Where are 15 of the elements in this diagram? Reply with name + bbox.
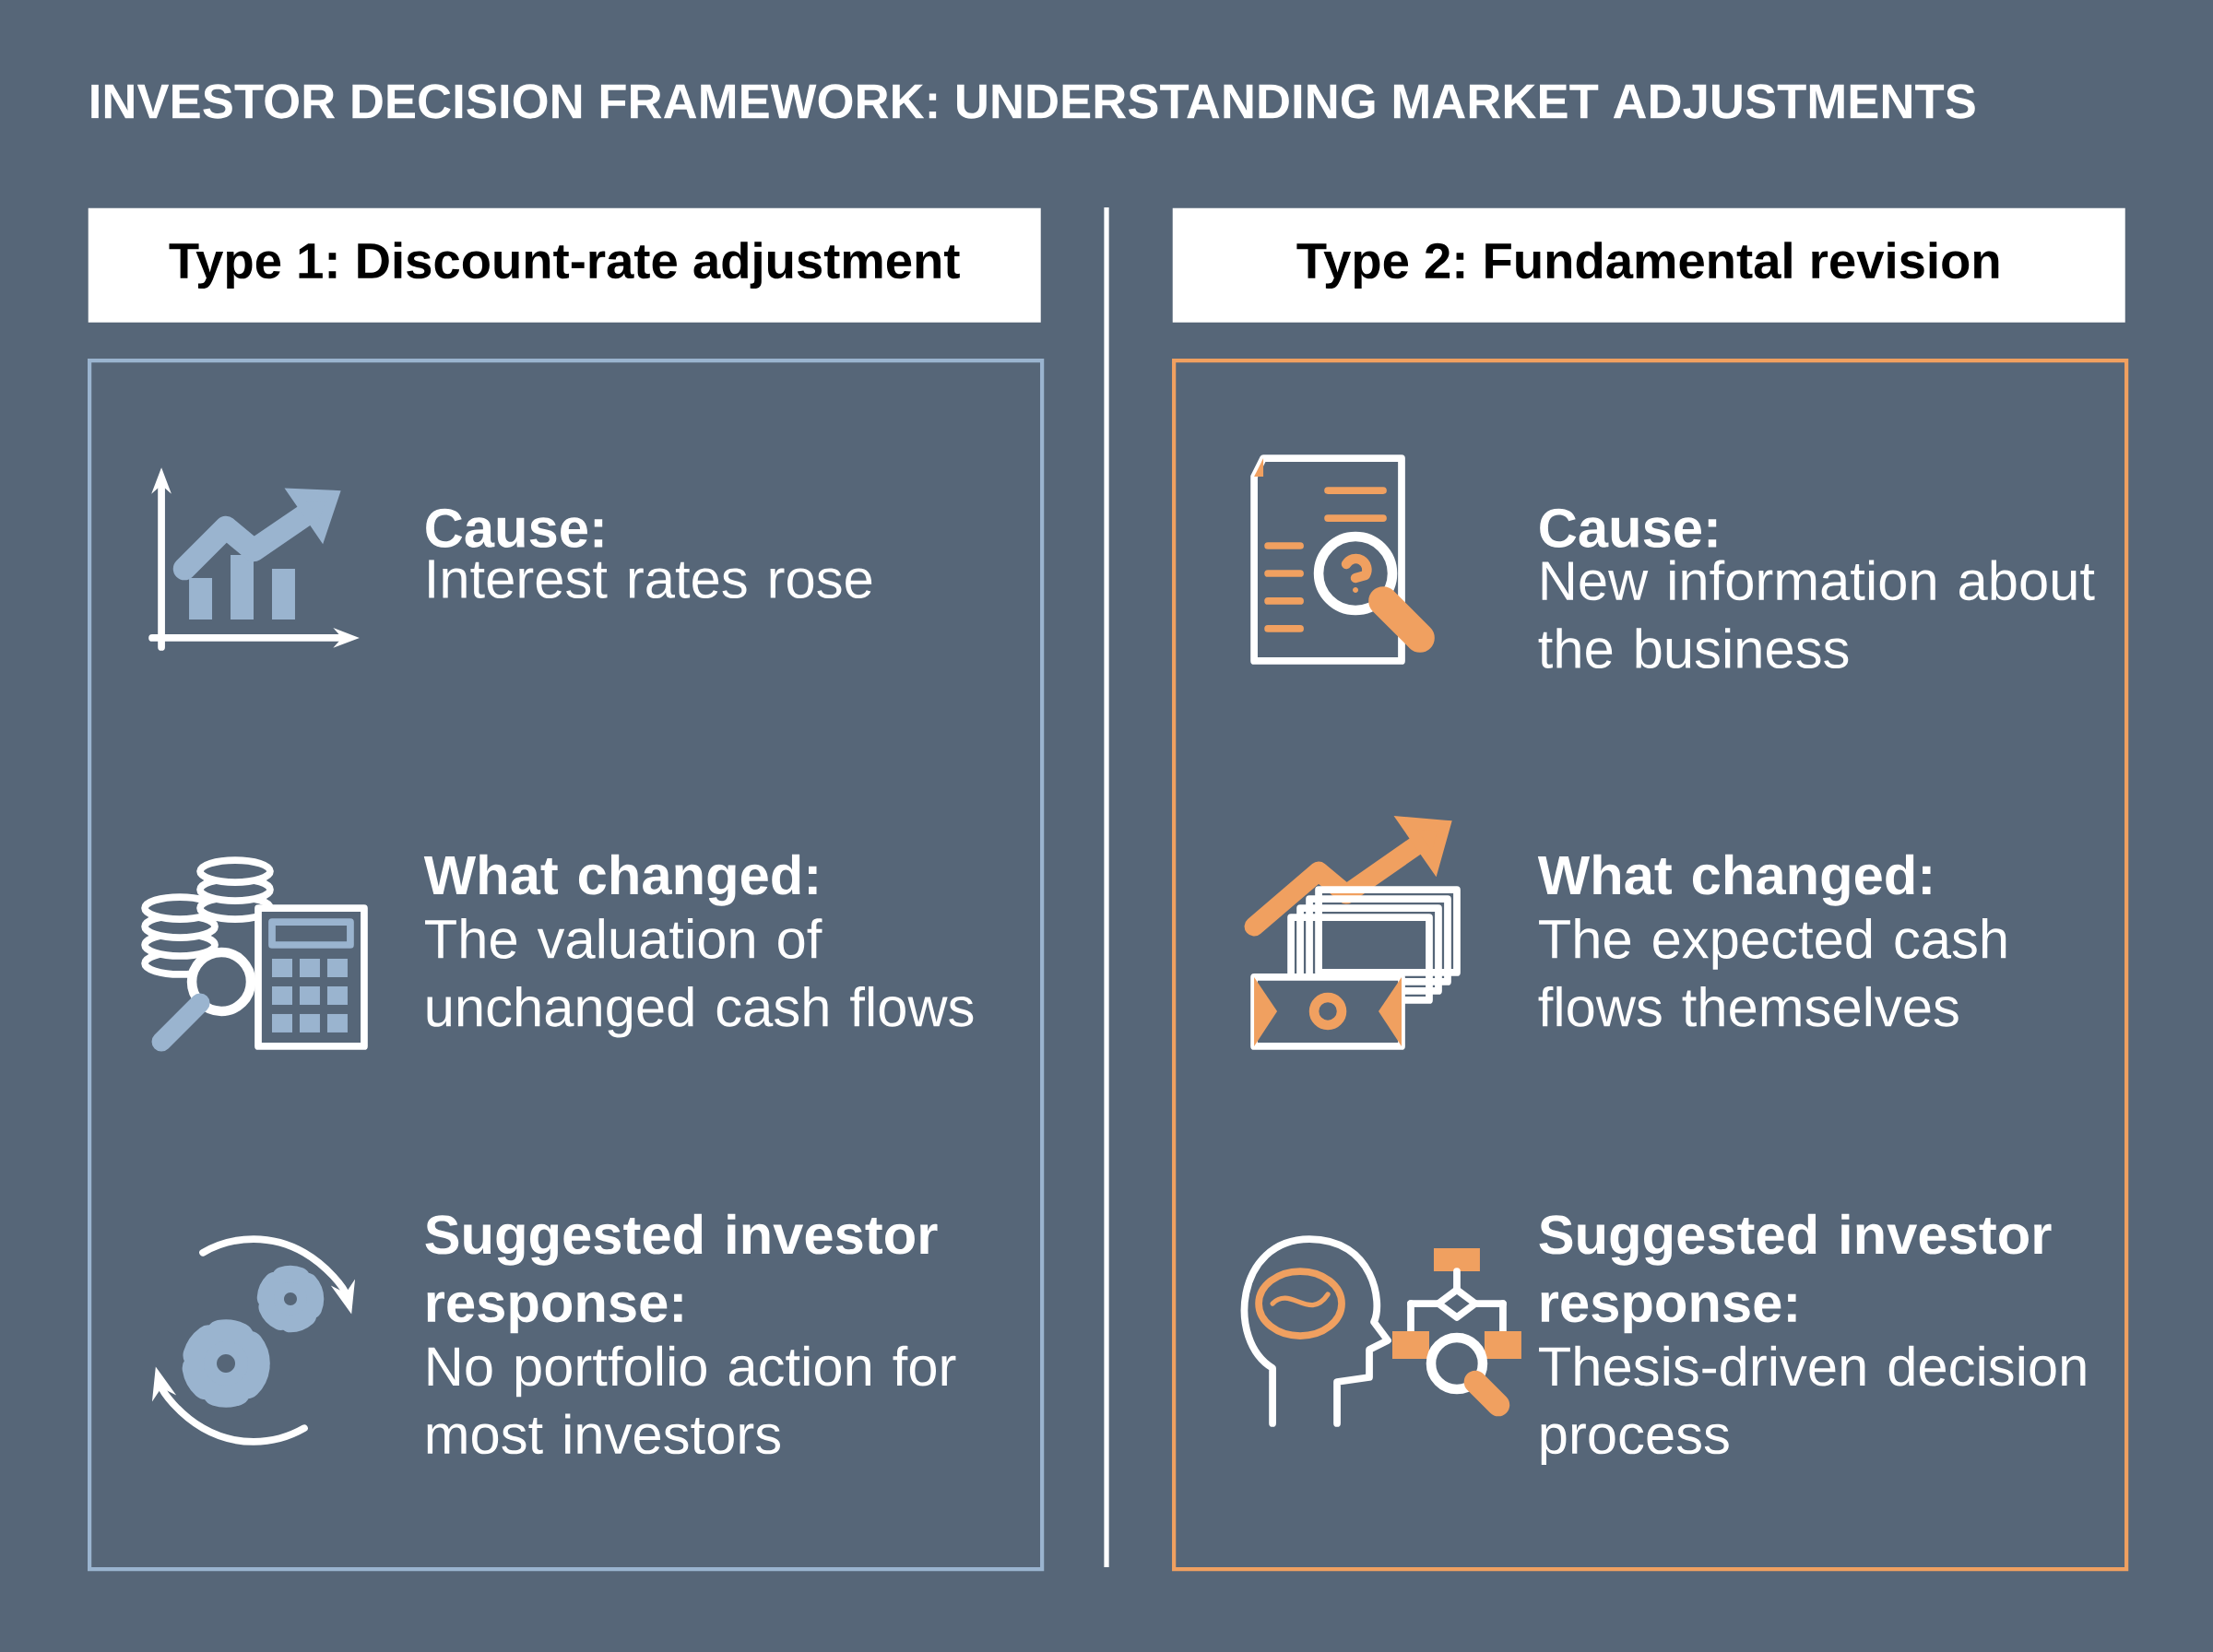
section-heading: Suggested investor response: xyxy=(1539,1213,2052,1334)
section-heading: Cause: xyxy=(1540,508,1717,548)
title: INVESTOR DECISION FRAMEWORK: UNDERSTANDING MARKET ADJUSTMENTS xyxy=(91,84,1975,119)
section-heading: What changed: xyxy=(423,854,817,906)
section-heading: Cause: xyxy=(426,508,603,548)
body-text: The expected cash flows themselves xyxy=(1538,918,2006,1027)
heading-box: Type 2: Fundamental revision xyxy=(1172,207,2125,323)
body-text: Thesis-driven decision process xyxy=(1539,1345,2086,1466)
heading-box: Type 1: Discount-rate adjustment xyxy=(88,207,1041,323)
body-text: Interest rates rose xyxy=(429,560,872,599)
body-text: No portfolio action for most investors xyxy=(427,1345,956,1455)
section-heading: Suggested investor response: xyxy=(425,1213,938,1334)
body-text: The valuation of unchanged cash flows xyxy=(425,918,974,1038)
section-heading: What changed: xyxy=(1537,854,1931,906)
body-text: New information about the business xyxy=(1538,560,2095,669)
